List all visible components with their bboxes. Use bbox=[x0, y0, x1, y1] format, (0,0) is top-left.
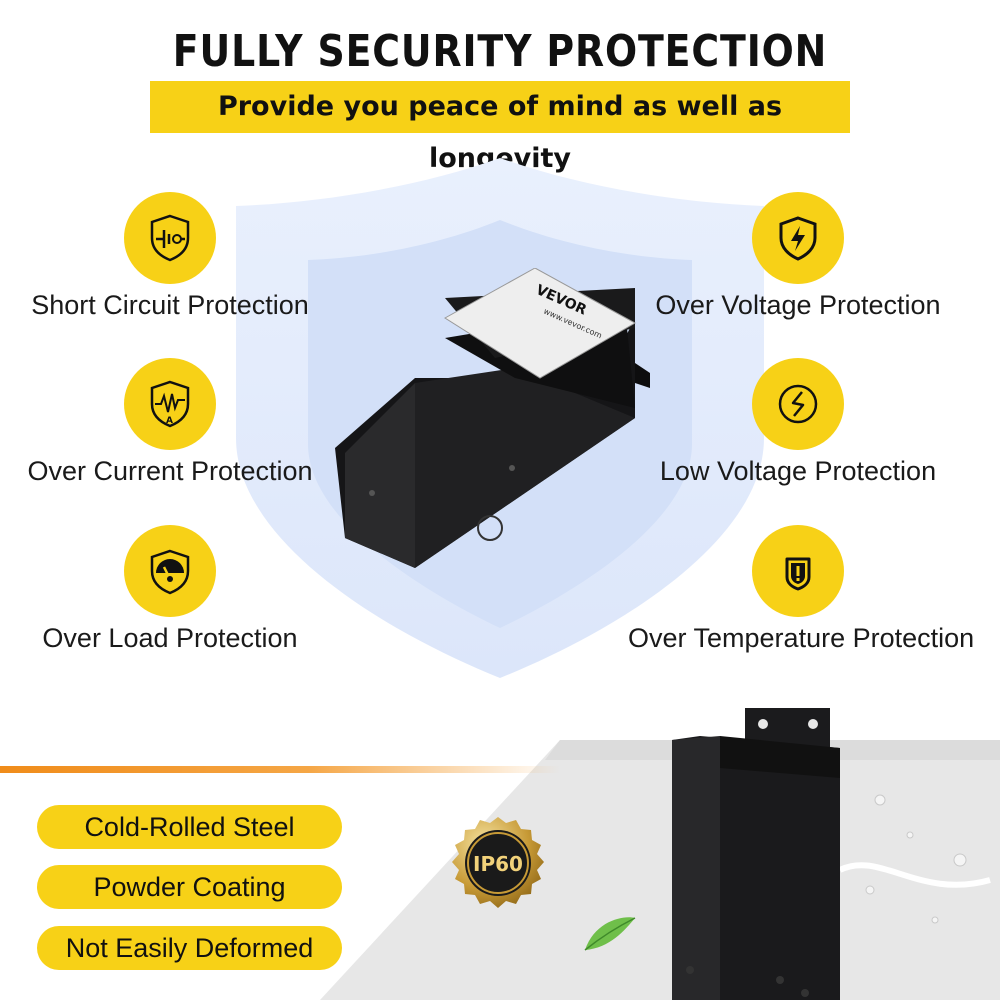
over-load-gauge-icon bbox=[150, 549, 190, 595]
water-splash-decoration bbox=[840, 794, 991, 924]
lightning-shield-icon bbox=[779, 216, 817, 261]
feature-label: Low Voltage Protection bbox=[659, 456, 937, 486]
page-title: FULLY SECURITY PROTECTION bbox=[172, 26, 828, 77]
material-pill: Cold-Rolled Steel bbox=[37, 805, 342, 849]
low-voltage-icon bbox=[778, 384, 818, 424]
feature-over-temperature: Over Temperature Protection bbox=[628, 525, 975, 654]
ip60-badge-text: IP60 bbox=[473, 852, 523, 876]
feature-label: Short Circuit Protection bbox=[31, 290, 309, 320]
led-driver-product-image: VEVOR www.vevor.com bbox=[335, 268, 650, 568]
feature-over-current: A Over Current Protection bbox=[0, 358, 340, 487]
short-circuit-icon bbox=[150, 214, 190, 262]
mounted-driver-photo bbox=[672, 708, 840, 1000]
material-pill: Powder Coating bbox=[37, 865, 342, 909]
svg-text:A: A bbox=[166, 416, 173, 426]
feature-label: Over Current Protection bbox=[27, 456, 313, 486]
feature-over-load: Over Load Protection bbox=[0, 525, 340, 654]
ip60-badge: IP60 bbox=[452, 817, 544, 908]
over-current-icon: A bbox=[150, 380, 190, 428]
feature-label: Over Load Protection bbox=[42, 623, 298, 653]
feature-label: Over Voltage Protection bbox=[655, 290, 941, 320]
feature-label: Over Temperature Protection bbox=[628, 623, 975, 653]
material-pill: Not Easily Deformed bbox=[37, 926, 342, 970]
leaf-decoration bbox=[584, 917, 636, 951]
temperature-alert-shield-icon bbox=[785, 557, 811, 591]
subtitle-band: Provide you peace of mind as well as lon… bbox=[150, 81, 850, 174]
feature-over-voltage: Over Voltage Protection bbox=[628, 192, 968, 321]
feature-short-circuit: Short Circuit Protection bbox=[0, 192, 340, 321]
feature-low-voltage: Low Voltage Protection bbox=[628, 358, 968, 487]
accent-divider-line bbox=[0, 766, 560, 773]
